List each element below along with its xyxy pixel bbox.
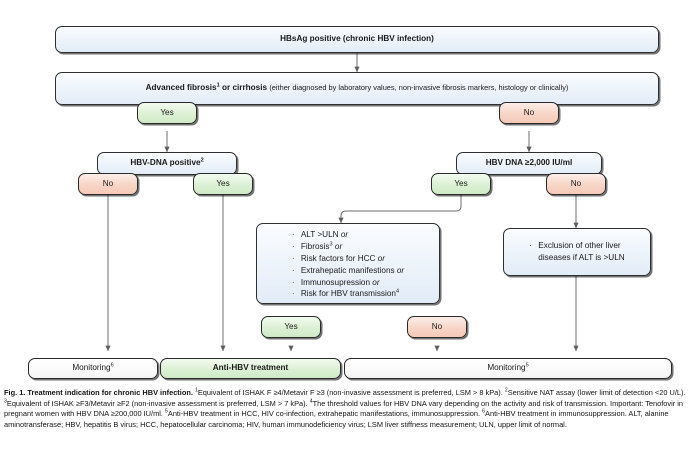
criteria-item-1: ·Fibrosis3 or — [291, 241, 343, 251]
node-anti-hbv-treatment-label: Anti-HBV treatment — [212, 363, 289, 373]
footnote-marker-1: 1 — [194, 387, 198, 394]
node-advanced-fibrosis-line2: (either diagnosed by laboratory values, … — [269, 83, 569, 93]
footnote-marker-3: 3 — [4, 398, 7, 405]
node-criteria-yes-label: Yes — [284, 321, 298, 331]
node-monitoring-left[interactable]: Monitoring6 — [28, 358, 158, 379]
bullet-dot-icon: · — [291, 277, 295, 287]
footnote-marker-2: 2 — [504, 387, 508, 394]
node-exclusion-text: ·Exclusion of other liver diseases if AL… — [521, 240, 632, 264]
bullet-dot-icon: · — [291, 230, 295, 239]
node-dna2000-yes-label: Yes — [454, 178, 468, 188]
node-hbv-dna-positive-text: HBV-DNA positive2 — [130, 157, 204, 168]
node-dnapos-yes[interactable]: Yes — [193, 173, 253, 195]
node-treatment-criteria[interactable]: ·ALT >ULN or ·Fibrosis3 or ·Risk factors… — [256, 223, 440, 304]
abbreviations-text: ALT, alanine aminotransferase; HBV, hepa… — [4, 409, 669, 429]
node-advanced-fibrosis-text: Advanced fibrosis1 or cirrhosis (either … — [140, 83, 575, 94]
node-monitoring-right[interactable]: Monitoring5 — [344, 358, 672, 379]
exclusion-line-2: diseases if ALT is >ULN — [538, 253, 625, 262]
node-monitoring-right-text: Monitoring5 — [487, 362, 529, 373]
footnote-text-1: Equivalent of ISHAK F ≥4/Metavir F ≥3 (n… — [197, 388, 503, 397]
bullet-dot-icon: · — [291, 289, 295, 299]
node-hbv-dna-2000-label: HBV DNA ≥2,000 IU/ml — [485, 158, 573, 168]
node-dna2000-yes[interactable]: Yes — [431, 173, 491, 195]
criteria-item-0: ·ALT >ULN or — [291, 230, 349, 239]
figure-title: Treatment indication for chronic HBV inf… — [27, 388, 193, 397]
criteria-item-2: ·Risk factors for HCC or — [291, 253, 386, 263]
node-dna2000-no[interactable]: No — [546, 173, 606, 195]
node-dna2000-no-label: No — [570, 178, 582, 188]
footnote-text-5: Anti-HBV treatment in HCC, HIV co-infect… — [167, 409, 481, 419]
node-dnapos-yes-label: Yes — [216, 178, 230, 188]
footnote-text-2: Sensitive NAT assay (lower limit of dete… — [507, 388, 686, 397]
footnote-marker-6: 6 — [482, 408, 486, 415]
footnote-text-3: Equivalent of ISHAK ≥F3/Metavir ≥F2 (non… — [6, 398, 308, 408]
bullet-dot-icon: · — [529, 241, 533, 251]
node-exclusion[interactable]: ·Exclusion of other liver diseases if AL… — [503, 228, 651, 276]
node-fibrosis-no[interactable]: No — [499, 102, 559, 124]
criteria-item-5: ·Risk for HBV transmission4 — [291, 288, 400, 299]
node-criteria-no-label: No — [431, 321, 443, 331]
footnote-marker-5: 5 — [165, 408, 168, 415]
node-hbv-dna-positive[interactable]: HBV-DNA positive2 — [97, 152, 237, 175]
figure-caption: Fig. 1. Treatment indication for chronic… — [4, 388, 696, 430]
node-hbsag-positive-label: HBsAg positive (chronic HBV infection) — [280, 34, 434, 44]
node-fibrosis-yes[interactable]: Yes — [137, 102, 197, 124]
node-fibrosis-no-label: No — [523, 107, 535, 117]
node-hbv-dna-2000[interactable]: HBV DNA ≥2,000 IU/ml — [456, 152, 602, 175]
node-criteria-yes[interactable]: Yes — [261, 316, 321, 338]
node-dnapos-no[interactable]: No — [78, 173, 138, 195]
node-anti-hbv-treatment[interactable]: Anti-HBV treatment — [160, 358, 341, 379]
node-criteria-no[interactable]: No — [407, 316, 467, 338]
footnote-text-6: Anti-HBV treatment in immunosuppression. — [485, 409, 627, 419]
node-treatment-criteria-list: ·ALT >ULN or ·Fibrosis3 or ·Risk factors… — [283, 224, 413, 305]
criteria-item-3: ·Extrahepatic manifestions or — [291, 265, 405, 275]
footnote-text-4: The threshold values for HBV DNA vary de… — [4, 398, 684, 419]
bullet-dot-icon: · — [291, 265, 295, 275]
flowchart-canvas: HBsAg positive (chronic HBV infection) A… — [28, 26, 672, 379]
node-monitoring-left-text: Monitoring6 — [72, 362, 114, 373]
node-advanced-fibrosis-line1: Advanced fibrosis1 or cirrhosis — [145, 82, 268, 93]
figure-number: Fig. 1. — [4, 388, 26, 397]
wire-dna2000-yes-to-criteria — [338, 195, 462, 224]
criteria-item-4: ·Immunosupression or — [291, 277, 380, 287]
node-fibrosis-yes-label: Yes — [160, 107, 174, 117]
node-hbsag-positive[interactable]: HBsAg positive (chronic HBV infection) — [55, 26, 659, 53]
bullet-dot-icon: · — [291, 253, 295, 263]
node-advanced-fibrosis[interactable]: Advanced fibrosis1 or cirrhosis (either … — [55, 72, 659, 105]
bullet-dot-icon: · — [291, 241, 295, 251]
node-dnapos-no-label: No — [102, 178, 114, 188]
footnote-marker-4: 4 — [309, 398, 313, 405]
exclusion-line-1: ·Exclusion of other liver — [529, 241, 621, 251]
